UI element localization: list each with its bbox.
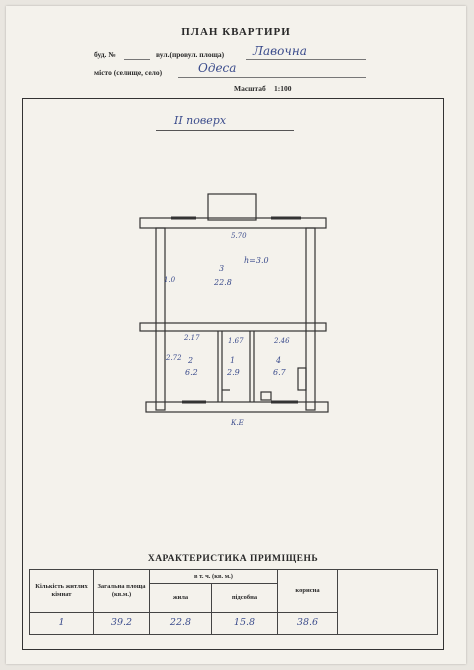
col-living-header: жила — [149, 583, 212, 613]
left-wall — [155, 227, 166, 411]
fixture-1 — [260, 391, 272, 401]
dim-2: 2.17 — [184, 334, 200, 342]
characteristics-table: Кількість житлих кімнат Загальна площа (… — [29, 568, 438, 636]
chimney — [207, 193, 257, 221]
street-label: вул.(провул. площа) — [156, 50, 225, 59]
document-sheet: ПЛАН КВАРТИРИ буд. № вул.(провул. площа)… — [6, 6, 466, 664]
col-rooms-header: Кількість житлих кімнат — [29, 569, 94, 613]
room3-number: 3 — [219, 264, 225, 273]
room3-area: 22.8 — [214, 278, 232, 287]
floor-underline — [156, 130, 294, 131]
room1-area: 2.9 — [227, 368, 240, 377]
top-wall — [139, 217, 327, 229]
city-value: Одеса — [198, 61, 237, 75]
street-value: Лавочна — [253, 44, 307, 58]
val-living: 22.8 — [149, 611, 212, 636]
right-wall — [305, 227, 316, 411]
col-useful-header: корисна — [277, 569, 338, 613]
scale-value: 1:100 — [274, 84, 292, 93]
val-rooms: 1 — [29, 611, 94, 636]
room1-number: 1 — [230, 356, 236, 365]
building-underline — [124, 59, 150, 60]
scale-label: Масштаб — [234, 84, 266, 93]
dim-top: 5.70 — [231, 232, 247, 240]
street-underline — [246, 59, 366, 60]
middle-wall — [139, 322, 327, 332]
room4-number: 4 — [276, 356, 282, 365]
city-label: місто (селище, село) — [94, 68, 163, 77]
dim-3: 1.67 — [228, 337, 244, 345]
dim-left2: 2.72 — [166, 354, 182, 362]
col-aux-header: підсобна — [211, 583, 278, 613]
floor-label: II поверх — [174, 114, 227, 127]
empty-cell — [337, 569, 438, 635]
characteristics-title: ХАРАКТЕРИСТИКА ПРИМІЩЕНЬ — [147, 554, 319, 564]
ceiling-height: h=3.0 — [244, 256, 269, 265]
val-useful: 38.6 — [277, 611, 338, 636]
fixture-2 — [297, 367, 307, 391]
dim-4: 2.46 — [274, 337, 290, 345]
bottom-label: К.Е — [231, 419, 244, 427]
city-underline — [178, 77, 366, 78]
floor-plan-drawing — [139, 193, 329, 413]
val-total: 39.2 — [93, 611, 150, 636]
bottom-wall — [145, 401, 329, 413]
left-dim: 1.0 — [164, 276, 176, 284]
building-label: буд. № — [94, 50, 116, 59]
room2-area: 6.2 — [185, 368, 198, 377]
document-title: ПЛАН КВАРТИРИ — [181, 26, 291, 38]
col-total-header: Загальна площа (кв.м.) — [93, 569, 150, 613]
room2-number: 2 — [188, 356, 194, 365]
room4-area: 6.7 — [273, 368, 286, 377]
col-incl-header: в т. ч. (кв. м.) — [149, 568, 278, 585]
val-aux: 15.8 — [211, 611, 278, 636]
plan-frame — [22, 98, 444, 650]
